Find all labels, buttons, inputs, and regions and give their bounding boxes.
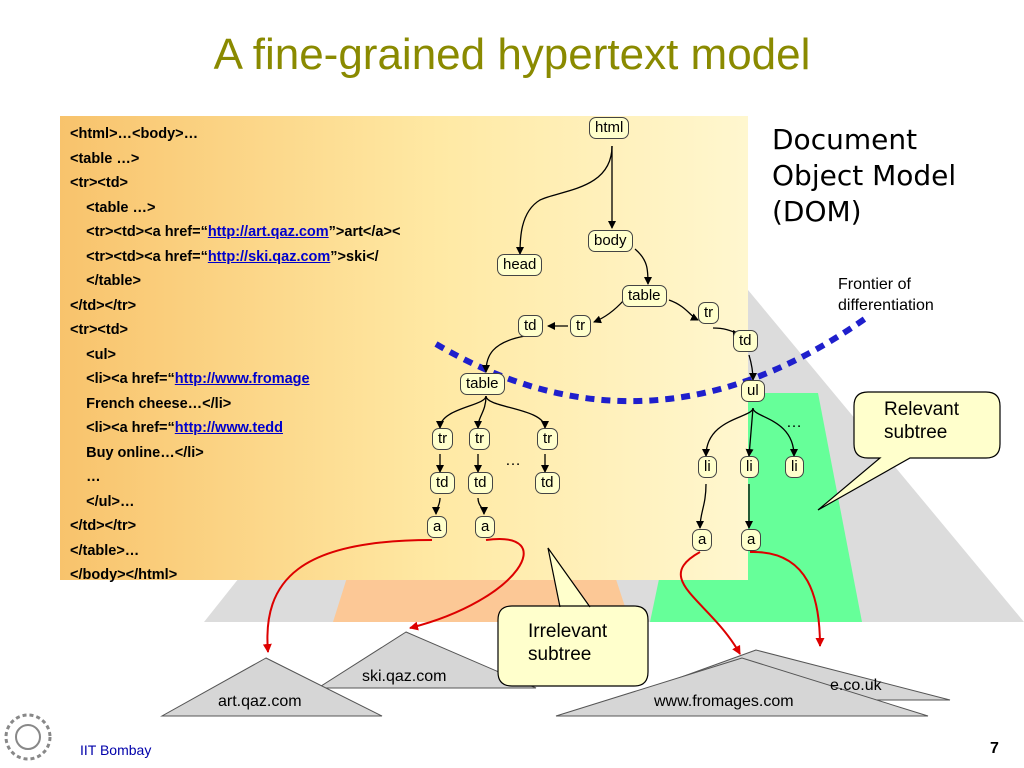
site-art-label: art.qaz.com (218, 693, 302, 710)
dom-node-table: table (460, 373, 505, 395)
dom-node-tr: tr (469, 428, 491, 450)
dom-node-td: td (518, 315, 543, 337)
dom-node-ul: ul (741, 380, 765, 402)
code-line: </table>… (70, 539, 400, 564)
footer-institution: IIT Bombay (80, 742, 152, 758)
code-line: <tr><td> (70, 171, 400, 196)
html-source-code: <html>…<body>… <table …> <tr><td> <table …… (70, 122, 400, 588)
code-text: <table …> (70, 150, 140, 167)
code-text: </ul>… (70, 493, 135, 510)
slide-title: A fine-grained hypertext model (213, 30, 811, 79)
page-number: 7 (990, 740, 999, 757)
code-line: </ul>… (70, 490, 400, 515)
dom-node-li: li (740, 456, 759, 478)
code-text: </td></tr> (70, 297, 137, 314)
dom-node-body: body (588, 230, 633, 252)
code-line: <tr><td><a href=“http://art.qaz.com”>art… (70, 220, 400, 245)
code-line: </td></tr> (70, 514, 400, 539)
code-text: <tr><td><a href=“ (70, 248, 208, 265)
code-text: <li><a href=“ (70, 371, 175, 387)
dom-node-a: a (741, 529, 762, 551)
dom-node-table: table (622, 285, 667, 307)
code-text: </body></html> (70, 567, 178, 583)
relevant-callout-text: Relevant subtree (884, 399, 959, 443)
dom-label: Document Object Model (DOM) (772, 123, 957, 228)
ellipsis-irrelevant: … (505, 452, 521, 469)
code-line: <html>…<body>… (70, 122, 400, 147)
dom-node-html: html (589, 117, 630, 139)
dom-node-a: a (427, 516, 448, 538)
dom-node-tr: tr (537, 428, 559, 450)
code-text: <ul> (70, 346, 116, 363)
code-link[interactable]: http://ski.qaz.com (207, 248, 331, 265)
code-link[interactable]: http://art.qaz.com (207, 224, 329, 240)
code-link[interactable]: http://www.tedd (174, 420, 283, 436)
code-text: Buy online…</li> (70, 444, 204, 461)
dom-node-head: head (497, 254, 543, 276)
code-text: </td></tr> (70, 518, 137, 534)
dom-node-a: a (692, 529, 713, 551)
code-text: </table> (70, 273, 141, 289)
code-text: French cheese…</li> (70, 395, 232, 412)
code-line: </td></tr> (70, 294, 400, 319)
dom-node-td: td (468, 472, 493, 494)
code-line: </table> (70, 269, 400, 294)
code-link[interactable]: http://www.fromage (174, 371, 310, 387)
code-text: <tr><td> (70, 322, 129, 338)
dom-node-li: li (698, 456, 717, 478)
dom-node-tr: tr (570, 315, 592, 337)
code-text: … (70, 469, 101, 485)
code-line: <tr><td> (70, 318, 400, 343)
code-line: <table …> (70, 196, 400, 221)
code-line: French cheese…</li> (70, 392, 400, 417)
code-line: Buy online…</li> (70, 441, 400, 466)
code-text: <html>…<body>… (70, 126, 199, 142)
dom-node-tr: tr (432, 428, 454, 450)
code-text: ”>ski</ (330, 248, 379, 265)
site-ski-label: ski.qaz.com (362, 668, 447, 685)
code-line: <li><a href=“http://www.tedd (70, 416, 400, 441)
site-teddy-label: e.co.uk (830, 677, 882, 694)
site-fromages-label: www.fromages.com (654, 693, 794, 710)
frontier-label: Frontier of differentiation (838, 276, 934, 314)
code-text: ”>art</a>< (328, 224, 401, 240)
code-text: <tr><td><a href=“ (70, 224, 208, 240)
dom-node-tr: tr (698, 302, 720, 324)
code-line: <li><a href=“http://www.fromage (70, 367, 400, 392)
code-text: <tr><td> (70, 175, 129, 191)
dom-node-td: td (430, 472, 455, 494)
code-line: … (70, 465, 400, 490)
code-text: <li><a href=“ (70, 420, 175, 436)
irrelevant-callout-text: Irrelevant subtree (528, 621, 608, 665)
dom-node-a: a (475, 516, 496, 538)
code-line: <tr><td><a href=“http://ski.qaz.com”>ski… (70, 245, 400, 270)
code-line: </body></html> (70, 563, 400, 588)
ellipsis-relevant: … (786, 414, 802, 431)
code-line: <ul> (70, 343, 400, 368)
code-text: </table>… (70, 542, 140, 559)
dom-node-td: td (535, 472, 560, 494)
code-text: <table …> (70, 199, 156, 216)
code-line: <table …> (70, 147, 400, 172)
dom-node-li: li (785, 456, 804, 478)
dom-node-td: td (733, 330, 758, 352)
